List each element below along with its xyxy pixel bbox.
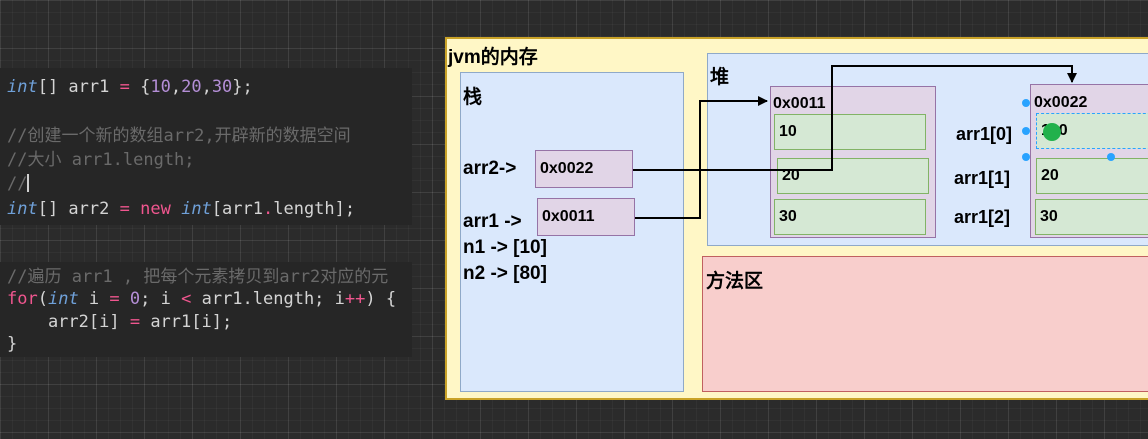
stack-title: 栈 bbox=[463, 87, 483, 108]
index-label-1: arr1[1] bbox=[954, 168, 1011, 188]
heap-arr2-element-1[interactable]: 20 bbox=[1036, 158, 1148, 194]
code-text: ( bbox=[37, 289, 48, 309]
arrow-arr2-to-0x0022 bbox=[633, 65, 1077, 171]
code-text: [] arr2 bbox=[37, 199, 120, 219]
code-text: arr2[i] bbox=[7, 312, 130, 332]
operator: = bbox=[109, 289, 120, 309]
selection-handle[interactable] bbox=[1022, 127, 1030, 135]
code-comment-cursor-line: // bbox=[7, 174, 30, 194]
operator: . bbox=[262, 199, 274, 219]
code-line-for-loop: for(int i = 0; i < arr1.length; i++) { bbox=[7, 289, 396, 309]
keyword-int: int bbox=[47, 289, 79, 309]
stack-n1-variable: n1 -> [10] bbox=[463, 237, 547, 258]
code-editor-bottom: //遍历 arr1 , 把每个元素拷贝到arr2对应的元 for(int i =… bbox=[0, 262, 412, 357]
number-literal: 0 bbox=[129, 289, 141, 309]
operator: ++ bbox=[344, 289, 366, 309]
code-text: { bbox=[129, 77, 151, 97]
stack-arr2-label: arr2-> bbox=[463, 158, 517, 179]
arrow-arr1-to-0x0011 bbox=[635, 96, 768, 219]
stack-n2-variable: n2 -> [80] bbox=[463, 263, 547, 284]
heap-arr2-element-2[interactable]: 30 bbox=[1035, 199, 1148, 235]
code-line-arr2-declaration: int[] arr2 = new int[arr1.length]; bbox=[7, 199, 355, 219]
code-line-loop-body: arr2[i] = arr1[i]; bbox=[7, 312, 232, 332]
code-comment: //遍历 arr1 , 把每个元素拷贝到arr2对应的元 bbox=[7, 267, 389, 287]
code-comment: //大小 arr1.length; bbox=[7, 150, 195, 170]
code-line-arr1-declaration: int[] arr1 = {10,20,30}; bbox=[7, 77, 253, 97]
stack-arr2-reference[interactable]: 0x0022 bbox=[535, 150, 633, 188]
code-text: length]; bbox=[273, 199, 356, 219]
index-label-0: arr1[0] bbox=[956, 124, 1013, 144]
code-text: }; bbox=[232, 77, 253, 97]
selection-handle[interactable] bbox=[1107, 153, 1115, 161]
operator: < bbox=[181, 289, 192, 309]
index-label-2: arr1[2] bbox=[954, 207, 1011, 227]
code-editor-top: int[] arr1 = {10,20,30}; //创建一个新的数组arr2,… bbox=[0, 68, 412, 225]
code-text: ; i bbox=[140, 289, 182, 309]
heap-title: 堆 bbox=[710, 67, 730, 88]
number-literal: 30 bbox=[211, 77, 233, 97]
jvm-memory-title: jvm的内存 bbox=[448, 47, 538, 68]
keyword-int: int bbox=[7, 199, 38, 219]
code-text: arr1.length; i bbox=[191, 289, 345, 309]
stack-arr1-reference[interactable]: 0x0011 bbox=[537, 198, 635, 236]
keyword-new: new bbox=[140, 199, 171, 219]
operator: = bbox=[119, 199, 130, 219]
code-comment: // bbox=[7, 174, 28, 194]
keyword-int: int bbox=[181, 199, 212, 219]
method-area-title: 方法区 bbox=[706, 271, 764, 292]
heap-arr1-address: 0x0011 bbox=[773, 95, 826, 112]
heap-arr1-element-0[interactable]: 10 bbox=[774, 114, 926, 150]
heap-arr1-element-1[interactable]: 20 bbox=[777, 158, 929, 194]
text-caret bbox=[27, 174, 30, 192]
method-area[interactable] bbox=[702, 256, 1148, 392]
operator: = bbox=[129, 312, 141, 332]
selection-handle[interactable] bbox=[1022, 99, 1030, 107]
code-text: i bbox=[78, 289, 110, 309]
mouse-cursor-indicator bbox=[1043, 123, 1061, 141]
keyword-int: int bbox=[7, 77, 38, 97]
code-comment: //创建一个新的数组arr2,开辟新的数据空间 bbox=[7, 126, 351, 146]
number-literal: 20 bbox=[181, 77, 202, 97]
code-text: [arr1 bbox=[211, 199, 263, 219]
heap-arr1-element-2[interactable]: 30 bbox=[774, 199, 926, 235]
code-line-close-brace: } bbox=[7, 334, 18, 354]
keyword-for: for bbox=[7, 289, 38, 309]
stack-arr1-label: arr1 -> bbox=[463, 211, 522, 232]
heap-arr2-address: 0x0022 bbox=[1034, 94, 1088, 111]
operator: = bbox=[119, 77, 130, 97]
code-text: arr1[i]; bbox=[140, 312, 233, 332]
code-text: ) { bbox=[365, 289, 397, 309]
number-literal: 10 bbox=[150, 77, 171, 97]
code-text: [] arr1 bbox=[37, 77, 120, 97]
selection-handle[interactable] bbox=[1022, 153, 1030, 161]
